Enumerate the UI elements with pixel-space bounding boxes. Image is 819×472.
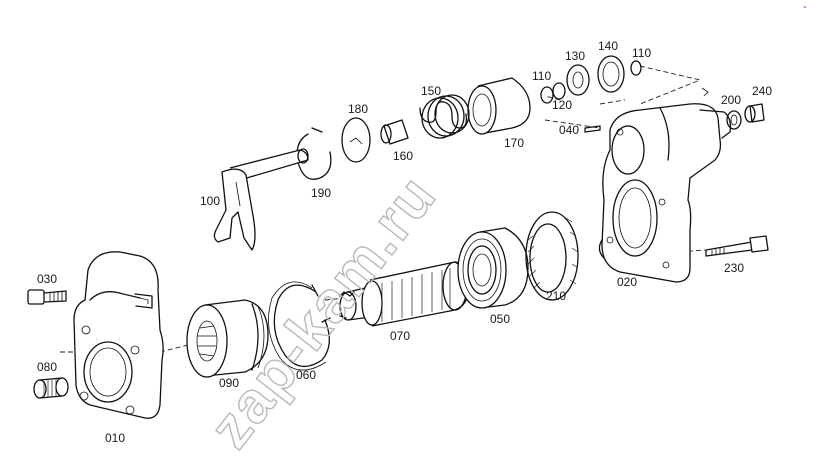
label-030: 030 bbox=[37, 272, 57, 286]
part-180-disc bbox=[341, 117, 371, 163]
label-080: 080 bbox=[37, 360, 57, 374]
part-190-ring bbox=[296, 127, 332, 180]
label-170: 170 bbox=[504, 136, 524, 150]
part-100-shift-fork bbox=[213, 148, 309, 251]
corner-mark: - bbox=[803, 1, 807, 13]
part-020-housing bbox=[598, 103, 732, 283]
label-090: 090 bbox=[219, 376, 239, 390]
label-150: 150 bbox=[421, 84, 441, 98]
label-050: 050 bbox=[490, 312, 510, 326]
label-120: 120 bbox=[552, 98, 572, 112]
part-150-spring bbox=[419, 94, 470, 139]
part-240-plug bbox=[701, 87, 765, 123]
label-200: 200 bbox=[721, 93, 741, 107]
part-230-bolt bbox=[705, 235, 769, 257]
label-040: 040 bbox=[559, 123, 579, 137]
label-190: 190 bbox=[311, 186, 331, 200]
label-230: 230 bbox=[724, 261, 744, 275]
label-180: 180 bbox=[348, 102, 368, 116]
part-090-coupling-sleeve bbox=[186, 299, 269, 378]
part-040-pin bbox=[584, 125, 601, 133]
label-060: 060 bbox=[296, 368, 316, 382]
label-140: 140 bbox=[598, 39, 618, 53]
part-030-bolt bbox=[27, 289, 67, 305]
label-070: 070 bbox=[390, 329, 410, 343]
label-100: 100 bbox=[200, 194, 220, 208]
part-160-bushing bbox=[380, 119, 409, 145]
label-010: 010 bbox=[105, 431, 125, 445]
part-200-washer bbox=[726, 110, 742, 130]
part-080-needle-bearing bbox=[33, 377, 69, 399]
part-050-ball-bearing bbox=[457, 227, 529, 309]
part-170-sleeve bbox=[467, 77, 531, 135]
part-210-seal-ring bbox=[525, 211, 579, 301]
part-labels: 010 020 030 040 050 060 070 080 090 100 … bbox=[37, 39, 772, 445]
label-240: 240 bbox=[752, 84, 772, 98]
part-060-circlip bbox=[268, 281, 331, 371]
part-110-120-130-140-rings bbox=[540, 55, 642, 104]
label-110-b: 110 bbox=[632, 46, 651, 60]
label-160: 160 bbox=[393, 149, 413, 163]
label-020: 020 bbox=[617, 275, 637, 289]
label-210: 210 bbox=[546, 289, 566, 303]
label-130: 130 bbox=[565, 49, 585, 63]
part-010-housing bbox=[73, 251, 164, 419]
label-110-a: 110 bbox=[532, 69, 551, 83]
